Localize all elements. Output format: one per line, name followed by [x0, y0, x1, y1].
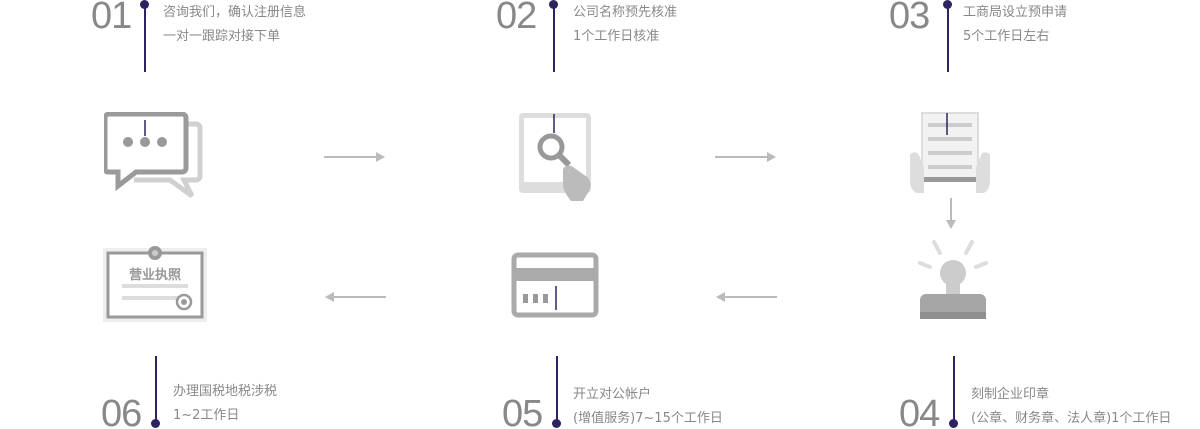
timeline-line: [155, 356, 157, 422]
step-title: 公司名称预先核准: [573, 5, 678, 20]
arrow-down-icon: [946, 198, 956, 229]
chat-icon: [104, 112, 203, 198]
timeline-dot: [552, 419, 561, 428]
step-number: 04: [899, 393, 940, 429]
timeline-line: [553, 4, 555, 72]
timeline-dot: [949, 419, 958, 428]
step-number: 02: [496, 0, 537, 37]
step-detail: (公章、财务章、法人章)1个工作日: [971, 411, 1172, 426]
step-detail: 5个工作日左右: [963, 29, 1050, 44]
step-title: 工商局设立预申请: [963, 5, 1068, 20]
step-number: 06: [101, 393, 142, 429]
search-tablet-icon: [519, 113, 591, 201]
step-detail: 1~2工作日: [173, 408, 240, 423]
step-number: 01: [91, 0, 132, 37]
step-detail: 一对一跟踪对接下单: [163, 29, 281, 44]
step-detail: (增值服务)7~15个工作日: [573, 411, 723, 426]
license-label: 营业执照: [128, 268, 181, 283]
timeline-line: [953, 356, 955, 422]
step-number: 05: [502, 393, 543, 429]
document-icon: [910, 112, 990, 193]
step-title: 办理国税地税涉税: [173, 384, 278, 399]
arrow-left-icon: [716, 292, 777, 302]
stamp-icon: [918, 240, 988, 319]
timeline-line: [556, 356, 558, 422]
step-title: 咨询我们，确认注册信息: [163, 5, 307, 20]
step-number: 03: [889, 0, 930, 37]
step-title: 开立对公帐户: [573, 387, 652, 402]
bank-card-icon: [511, 252, 599, 318]
step-detail: 1个工作日核准: [573, 29, 660, 44]
arrow-right-icon: [324, 152, 385, 162]
arrow-left-icon: [325, 292, 386, 302]
arrow-right-icon: [715, 152, 776, 162]
step-title: 刻制企业印章: [971, 387, 1050, 402]
timeline-line: [144, 4, 146, 72]
timeline-dot: [151, 419, 160, 428]
business-license-icon: 营业执照: [102, 244, 208, 324]
timeline-line: [947, 4, 949, 72]
